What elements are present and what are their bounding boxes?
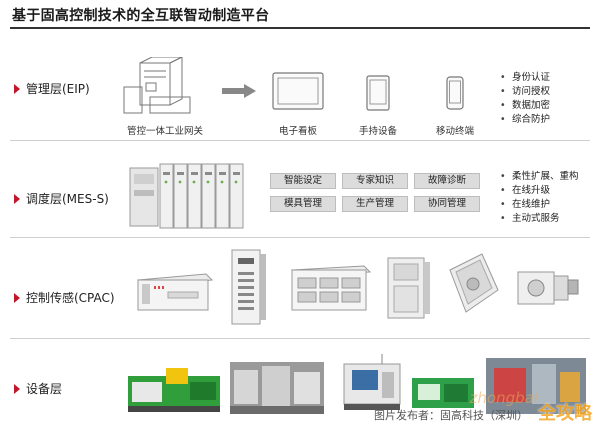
industrial-camera-icon (517, 271, 579, 305)
tag-smart-setting: 智能设定 (270, 173, 336, 189)
tag-fault-diagnosis: 故障诊断 (414, 173, 480, 189)
image-source-watermark: 图片发布者：固高科技（深圳） (374, 409, 528, 422)
packaging-machine-image (412, 378, 474, 408)
red-arrow-icon (14, 292, 20, 303)
layer-label-text: 控制传感(CPAC) (26, 291, 115, 305)
security-feature-list: 身份认证 访问授权 数据加密 综合防护 (500, 71, 550, 127)
controller-module-icon (136, 273, 214, 311)
watermark-overlay: zhongbai (469, 389, 538, 407)
tablet-icon (366, 75, 390, 111)
device-caption-gateway: 管控一体工业网关 (126, 126, 203, 137)
monitor-board-icon (272, 72, 324, 110)
layer-divider (10, 338, 590, 339)
mobile-phone-icon (446, 76, 464, 110)
layer-label-management: 管理层(EIP) (14, 80, 90, 97)
service-feature-list: 柔性扩展、重构 在线升级 在线维护 主动式服务 (500, 170, 579, 226)
device-caption-handheld: 手持设备 (358, 126, 397, 137)
layer-divider (10, 140, 590, 141)
list-item: 柔性扩展、重构 (500, 170, 579, 184)
layer-label-text: 设备层 (26, 382, 63, 396)
list-item: 数据加密 (500, 99, 550, 113)
tag-collaboration-management: 协同管理 (414, 196, 480, 212)
layer-label-scheduling: 调度层(MES-S) (14, 190, 109, 207)
io-module-icon (231, 249, 266, 325)
server-rack-icon (129, 163, 244, 229)
device-caption-board: 电子看板 (278, 126, 317, 137)
title-underline (10, 27, 590, 29)
watermark-logo: 全攻略 (538, 403, 592, 424)
gateway-server-icon (123, 57, 191, 114)
tag-mold-management: 模具管理 (270, 196, 336, 212)
tag-expert-knowledge: 专家知识 (342, 173, 408, 189)
list-item: 综合防护 (500, 113, 550, 127)
red-arrow-icon (14, 193, 20, 204)
cnc-machine-image (343, 354, 401, 410)
device-caption-mobile: 移动终端 (435, 126, 474, 137)
layer-label-text: 管理层(EIP) (26, 82, 90, 96)
layer-divider (10, 237, 590, 238)
servo-drive-icon (449, 253, 499, 313)
list-item: 主动式服务 (500, 212, 579, 226)
sensor-enclosure-icon (387, 257, 430, 319)
list-item: 访问授权 (500, 85, 550, 99)
list-item: 身份认证 (500, 71, 550, 85)
list-item: 在线升级 (500, 184, 579, 198)
page-title: 基于固高控制技术的全互联智动制造平台 (12, 8, 270, 24)
layer-label-control: 控制传感(CPAC) (14, 289, 115, 306)
production-line-image (230, 362, 324, 414)
robot-cell-image (486, 358, 586, 414)
layer-label-equipment: 设备层 (14, 380, 62, 397)
right-arrow-icon (222, 84, 256, 98)
red-arrow-icon (14, 383, 20, 394)
layer-label-text: 调度层(MES-S) (26, 192, 109, 206)
plc-unit-icon (290, 265, 372, 311)
list-item: 在线维护 (500, 198, 579, 212)
tag-production-management: 生产管理 (342, 196, 408, 212)
injection-molding-machine-image (128, 368, 220, 412)
red-arrow-icon (14, 83, 20, 94)
